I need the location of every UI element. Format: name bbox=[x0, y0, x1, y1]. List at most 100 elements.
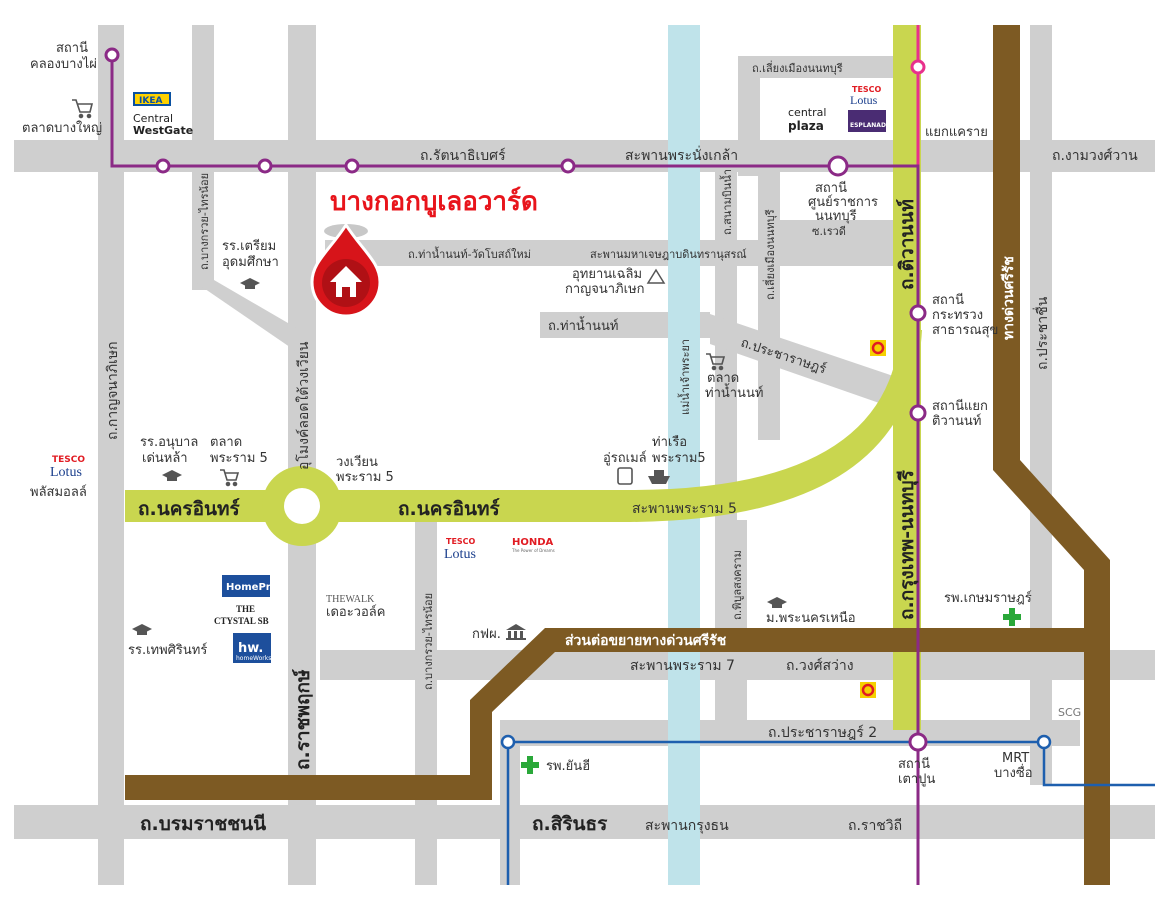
road-bang-kruai-sainoi-south bbox=[415, 505, 437, 885]
road-borommaratchachonnani bbox=[14, 805, 1155, 839]
label-phibun: ถ.พิบูลสงคราม bbox=[731, 550, 744, 620]
label-gov-center-3: นนทบุรี bbox=[815, 208, 857, 224]
home-door bbox=[342, 287, 350, 297]
road-liang-mueang-top bbox=[740, 56, 900, 78]
road-pracharat-diag bbox=[710, 314, 905, 412]
label-nakhon-in-east: ถ.นครอินทร์ bbox=[398, 498, 501, 520]
tent-icon bbox=[646, 268, 666, 284]
label-liang-mueang: ถ.เลี่ยงเมืองนนทบุรี bbox=[752, 60, 843, 75]
label-homepro: HomePro bbox=[226, 582, 278, 593]
station-tao-poon-dot[interactable] bbox=[908, 732, 928, 752]
homeworks-logo bbox=[233, 633, 271, 663]
label-pier-2: พระราม5 bbox=[652, 451, 706, 466]
station-pink-dot[interactable] bbox=[910, 59, 926, 75]
label-central-plaza-1: central bbox=[788, 106, 826, 119]
road-ngamwongwan-v bbox=[1030, 25, 1052, 785]
label-bang-kruai-south: ถ.บางกรวย-ไทรน้อย bbox=[422, 593, 435, 690]
station-dot-2[interactable] bbox=[257, 158, 273, 174]
label-rattanathibet: ถ.รัตนาธิเบศร์ bbox=[420, 147, 506, 164]
hospital-cross-icon-2 bbox=[521, 756, 539, 774]
station-gov-center-dot[interactable] bbox=[827, 155, 849, 177]
label-tesco-top-2: Lotus bbox=[850, 93, 878, 107]
label-kanchanaphisek: ถ.กาญจนาภิเษก bbox=[105, 341, 121, 440]
label-homeworks-2: homeWorks bbox=[236, 655, 271, 662]
label-gov-center-2: ศูนย์ราชการ bbox=[808, 194, 878, 210]
label-sirindhorn: ถ.สิรินธร bbox=[532, 813, 608, 835]
label-talad-bang-yai: ตลาดบางใหญ่ bbox=[22, 120, 102, 136]
road-rewadi bbox=[775, 220, 895, 240]
label-esplanade: ESPLANADE bbox=[850, 122, 890, 129]
label-tesco-top-1: TESCO bbox=[852, 85, 882, 94]
road-phibun bbox=[725, 520, 747, 730]
graduation-cap-icon-2 bbox=[162, 470, 182, 481]
bus-icon bbox=[617, 467, 633, 485]
label-central-westgate-1: Central bbox=[133, 112, 173, 125]
label-khlong-bang-phai-2: คลองบางไผ่ bbox=[30, 56, 97, 72]
station-khlong-bang-phai-dot[interactable] bbox=[104, 47, 120, 63]
station-dot-3[interactable] bbox=[344, 158, 360, 174]
label-tesco-phlasmol-3: พลัสมอลล์ bbox=[30, 484, 87, 500]
bigc-icon bbox=[870, 340, 886, 356]
station-tiwanon-dot[interactable] bbox=[909, 404, 927, 422]
label-prachachuen: ถ.ประชาชื่น bbox=[1033, 296, 1051, 370]
label-tiwanon: ถ.ติวานนท์ bbox=[896, 199, 918, 290]
bank-icon bbox=[506, 624, 526, 640]
label-pier-1: ท่าเรือ bbox=[652, 434, 687, 450]
label-yanhee: รพ.ยันฮี bbox=[546, 758, 590, 774]
boat-icon bbox=[648, 470, 670, 484]
label-ngamwongwan: ถ.งามวงศ์วาน bbox=[1052, 147, 1138, 164]
label-sanam-bin-nam: ถ.สนามบินน้ำ bbox=[719, 169, 734, 235]
label-tesco-mid-1: TESCO bbox=[446, 537, 476, 546]
label-udyan-1: อุทยานเฉลิม bbox=[572, 267, 642, 282]
label-pracharat2: ถ.ประชาราษฎร์ 2 bbox=[768, 724, 877, 741]
blue-line-stations bbox=[500, 734, 1052, 750]
label-thewalk-2: เดอะวอล์ค bbox=[326, 604, 385, 620]
label-ring-road: อุโมงค์ลอดใต้วงเวียน bbox=[295, 341, 312, 470]
road-kanchanaphisek bbox=[98, 25, 124, 885]
ikea-logo-inner bbox=[135, 94, 169, 104]
road-bang-kruai-sainoi-north bbox=[192, 25, 214, 290]
station-moph-dot[interactable] bbox=[909, 304, 927, 322]
label-moph-2: กระทรวง bbox=[932, 308, 983, 323]
station-dot-4[interactable] bbox=[560, 158, 576, 174]
graduation-cap-icon-4 bbox=[132, 624, 152, 635]
label-honda: HONDA bbox=[512, 537, 554, 548]
project-title: บางกอกบูเลอวาร์ด bbox=[330, 186, 538, 218]
label-rama7-bridge: สะพานพระราม 7 bbox=[630, 658, 735, 674]
label-si-rat: ทางด่วนศรีรัช bbox=[1001, 256, 1017, 340]
label-rama5-bridge: สะพานพระราม 5 bbox=[632, 501, 737, 517]
label-tao-poon-2: เตาปูน bbox=[898, 772, 935, 787]
road-sainoi-diag bbox=[192, 280, 300, 354]
label-udyan-2: กาญจนาภิเษก bbox=[565, 282, 645, 297]
homepro-logo bbox=[222, 575, 270, 597]
project-marker[interactable] bbox=[310, 222, 382, 318]
major-road-network bbox=[125, 25, 922, 730]
label-thepsirin: รร.เทพศิรินทร์ bbox=[128, 642, 207, 658]
label-yaek-khae-rai: แยกแคราย bbox=[925, 125, 988, 140]
bigc-icon-2 bbox=[860, 682, 876, 698]
graduation-cap-icon-3 bbox=[767, 597, 787, 608]
road-tha-nam-wat-bot bbox=[325, 240, 895, 266]
graduation-cap-icon bbox=[240, 278, 260, 289]
label-crystal-1: THE bbox=[236, 604, 255, 614]
label-si-rat-extension: ส่วนต่อขยายทางด่วนศรีรัช bbox=[565, 633, 727, 649]
label-homeworks-1: hw. bbox=[238, 641, 263, 656]
label-circle-rama5-1: วงเวียน bbox=[336, 454, 378, 470]
label-mrt-bang-sue-1: MRT bbox=[1002, 751, 1029, 766]
purple-line-stations bbox=[104, 47, 928, 752]
label-ratchawithi: ถ.ราชวิถี bbox=[848, 818, 902, 834]
label-tha-nam-wat-bot: ถ.ท่าน้ำนนท์-วัดโบสถ์ใหม่ bbox=[408, 246, 531, 261]
label-talad-tha-nam-non-2: ท่าน้ำนนท์ bbox=[705, 383, 763, 401]
station-dot-1[interactable] bbox=[155, 158, 171, 174]
label-talad-rama5-2: พระราม 5 bbox=[210, 451, 268, 466]
mrt-bang-sue-dot[interactable] bbox=[1036, 734, 1052, 750]
mrt-west-dot[interactable] bbox=[500, 734, 516, 750]
road-nakhon-in bbox=[125, 330, 922, 522]
label-tesco-phlasmol-1: TESCO bbox=[52, 455, 85, 465]
esplanade-logo bbox=[848, 110, 886, 132]
hospital-cross-icon bbox=[1003, 608, 1021, 626]
label-tiwanon-1: สถานีแยก bbox=[932, 398, 988, 414]
home-icon bbox=[330, 266, 362, 297]
